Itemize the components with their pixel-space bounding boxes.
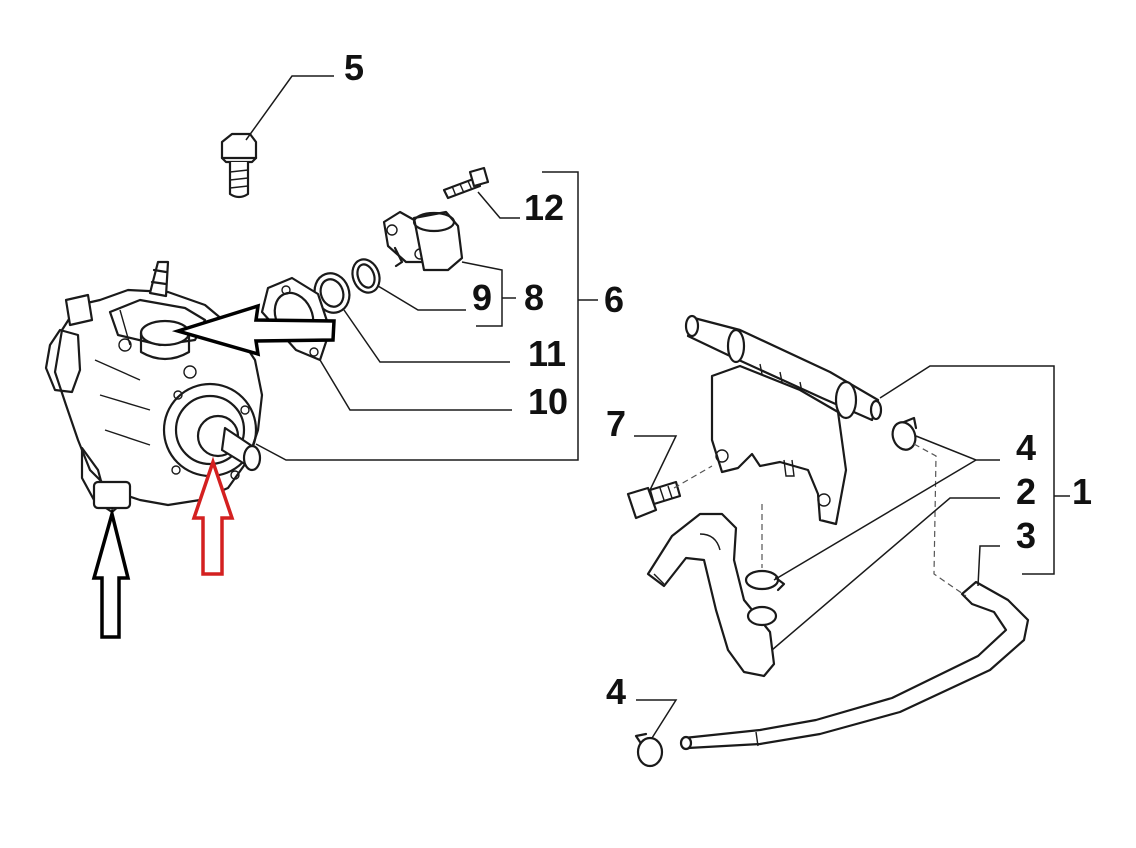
callout-10: 10 [528,381,568,422]
callout-8: 8 [524,277,544,318]
alignment-line [673,465,713,489]
hose-part-2 [646,512,778,678]
callout-9: 9 [472,277,492,318]
callout-2: 2 [1016,471,1036,512]
hose-clamp-lower [634,732,664,768]
callout-5: 5 [344,47,364,88]
callout-1: 1 [1072,471,1092,512]
fuel-return-manifold-part-1 [684,314,883,526]
leader-lines [245,75,1070,739]
high-pressure-fuel-pump [44,260,264,514]
callout-11: 11 [528,333,566,374]
callout-4-upper: 4 [1016,427,1036,468]
hose-clamp-upper [891,416,918,451]
return-pipe-part-3 [679,580,1030,751]
screw-part-12 [442,166,490,200]
hose-clamp-middle [744,569,786,592]
highlight-arrow-red [191,456,235,576]
callout-12: 12 [524,187,564,228]
alignment-line [913,443,967,597]
callout-6: 6 [604,279,624,320]
callout-3: 3 [1016,515,1036,556]
o-ring-part-9 [351,258,381,294]
callout-4-lower: 4 [606,671,626,712]
callout-7: 7 [606,403,626,444]
pointer-arrow-vertical [91,507,131,639]
bolt-part-7 [626,480,682,520]
pressure-regulator-part-8 [382,210,464,272]
bolt-part-5 [220,132,258,199]
pointer-arrow-horizontal [171,303,336,357]
